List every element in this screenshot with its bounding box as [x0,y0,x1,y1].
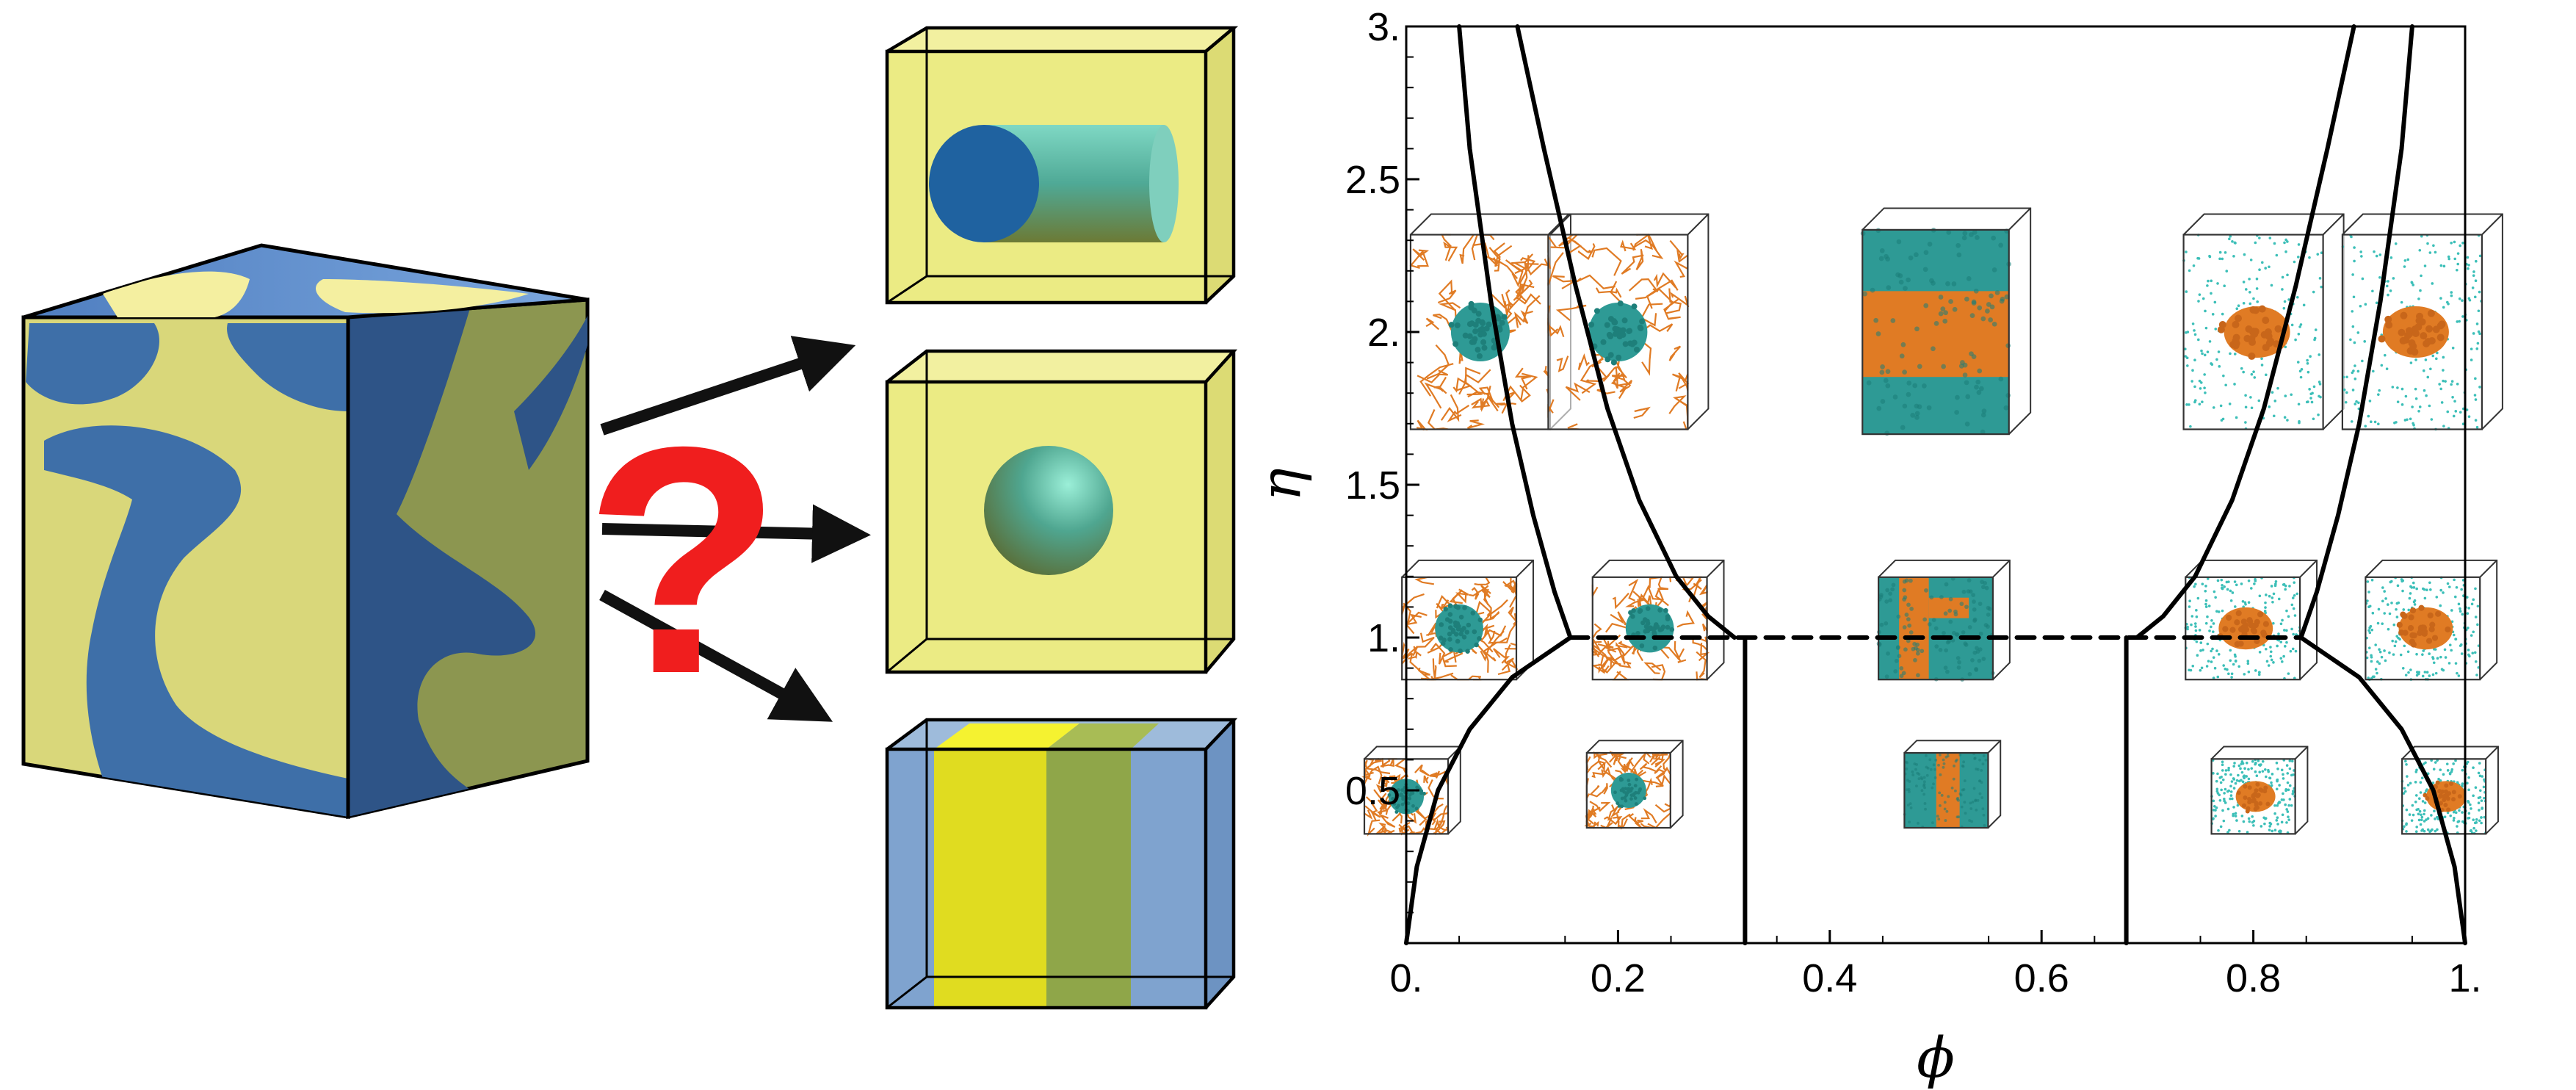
snapshot-chains_droplet-11 [1584,740,1684,830]
phase-boundary-7 [2135,24,2356,640]
snapshot-chains_droplet-6 [1591,559,1725,681]
arrow-to-cylinder [600,336,856,436]
question-mark: ? [585,380,782,741]
phase-boundary-1 [1515,24,1737,640]
phase-boundary-0 [1457,24,1573,640]
snapshot-dots_droplet-13 [2210,746,2309,835]
y-tick-label: 2. [1367,311,1400,355]
phase-diagram: 0. 0.2 0.4 0.6 0.8 1. 0.5 1. 1.5 2. 2.5 3. ϕ η [1248,5,2503,1090]
snapshot-dots_droplet-8 [2184,559,2318,681]
snapshot-slab_vertical-2 [1860,207,2032,436]
cylinder [929,125,1179,242]
cylinder-morphology-box [885,26,1239,305]
phase-boundaries [1404,24,2467,945]
y-axis-label: η [1248,468,1313,502]
y-tick-label: 1.5 [1345,463,1400,508]
arrow-to-slab [599,589,833,722]
arrow-to-sphere [601,504,871,563]
x-axis-label: ϕ [1917,1025,1955,1090]
x-tick-label: 0.2 [1591,956,1646,1000]
transition-arrows [599,336,871,722]
y-tick-label: 1. [1367,616,1400,660]
snapshot-chains_droplet-1 [1547,213,1710,430]
x-tick-label: 0.6 [2014,956,2069,1000]
phase-boundary-6 [2298,24,2414,640]
phase-boundary-2 [1404,635,1573,945]
slab-morphology-box [885,718,1238,1010]
y-tick-label: 3. [1367,5,1400,49]
initial-mixed-cube [21,243,590,820]
y-axis: 0.5 1. 1.5 2. 2.5 3. [1345,5,1419,914]
slab [934,723,1159,1008]
x-axis: 0. 0.2 0.4 0.6 0.8 1. [1389,930,2482,1000]
snapshot-chains_droplet-5 [1401,559,1534,681]
x-tick-label: 0. [1389,956,1422,1000]
x-tick-label: 0.8 [2226,956,2281,1000]
phase-boundary-8 [2298,635,2467,945]
snapshot-dots_droplet-3 [2182,213,2345,430]
y-tick-label: 2.5 [1345,158,1400,202]
y-tick-label: 0.5 [1345,769,1400,813]
x-tick-label: 1. [2448,956,2481,1000]
snapshot-slab_mixed-7 [1876,559,2011,682]
sphere-morphology-box [885,349,1238,674]
snapshot-slab_vertical-12 [1903,740,2002,829]
snapshot-dots_droplet-9 [2365,559,2498,681]
x-tick-label: 0.4 [1802,956,1857,1000]
sphere [984,446,1113,575]
simulation-snapshots [1361,207,2503,837]
snapshot-chains_droplet-0 [1409,213,1571,431]
